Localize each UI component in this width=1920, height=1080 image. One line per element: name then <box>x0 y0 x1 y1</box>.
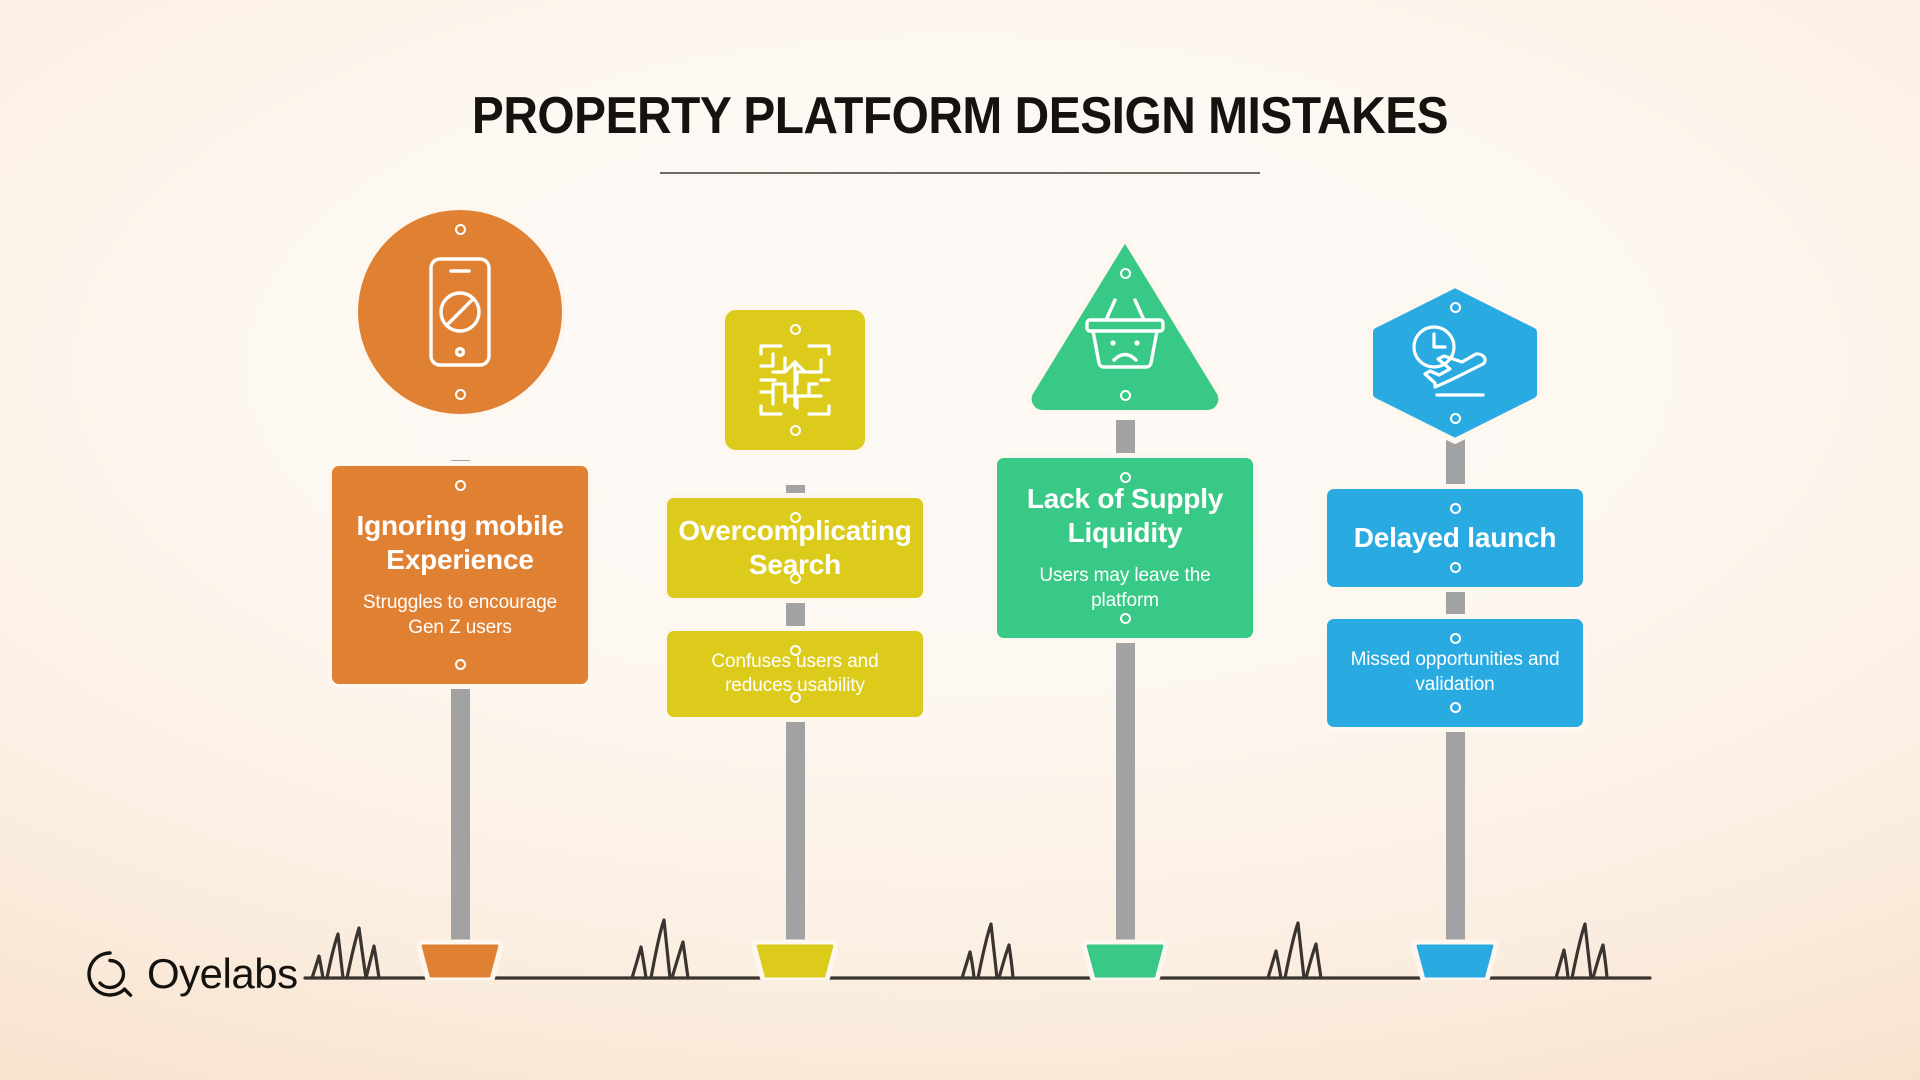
page-title-block: PROPERTY PLATFORM DESIGN MISTAKES <box>0 86 1920 174</box>
rivet-bottom <box>1449 413 1461 424</box>
post-base <box>750 936 840 980</box>
sign-subtext: Users may leave the platform <box>1039 565 1211 612</box>
rivet-bottom <box>789 573 801 585</box>
clock-airplane-departure-icon <box>1412 325 1487 397</box>
rivet-bottom <box>1119 390 1131 401</box>
sign-post-overcomplicating-search: Overcomplicating Search Confuses users a… <box>625 305 965 980</box>
rivet-top <box>789 324 801 335</box>
sign-plate-primary[interactable]: Lack of Supply Liquidity Users may leave… <box>992 453 1258 643</box>
badge-square-yellow[interactable] <box>720 305 870 455</box>
rivet-bottom <box>789 692 801 704</box>
sign-plate-secondary[interactable]: Confuses users and reduces usability <box>662 626 928 723</box>
rivet-bottom <box>1449 702 1461 713</box>
sign-plate-primary[interactable]: Ignoring mobile Experience Struggles to … <box>327 461 593 689</box>
sign-heading: Overcomplicating Search <box>678 515 912 581</box>
brand-logo[interactable]: Oyelabs <box>86 950 298 998</box>
rivet-top <box>1119 472 1131 483</box>
rivet-top <box>1449 633 1461 644</box>
sign-heading: Delayed launch <box>1353 521 1557 553</box>
rivet-bottom <box>1119 613 1131 624</box>
oyelabs-swirl-icon <box>87 951 133 997</box>
sign-post-delayed-launch: Delayed launch Missed opportunities and … <box>1285 280 1625 980</box>
mobile-phone-blocked-icon <box>429 257 491 367</box>
sign-post-lack-of-supply-liquidity: Lack of Supply Liquidity Users may leave… <box>955 230 1295 980</box>
rivet-top <box>789 645 801 657</box>
rivet-top <box>454 224 466 235</box>
triangle-shape <box>1025 235 1225 415</box>
title-divider <box>660 172 1260 174</box>
rivet-bottom <box>789 425 801 436</box>
post-base <box>415 936 505 980</box>
page-title: PROPERTY PLATFORM DESIGN MISTAKES <box>471 87 1449 145</box>
sign-subtext: Missed opportunities and validation <box>1350 649 1560 695</box>
sign-heading: Ignoring mobile Experience <box>356 510 564 576</box>
badge-hexagon-blue[interactable] <box>1363 280 1547 446</box>
badge-circle-orange[interactable] <box>353 205 567 419</box>
rivet-bottom <box>1449 562 1461 573</box>
rivet-top <box>1449 302 1461 313</box>
sign-subtext: Confuses users and reduces usability <box>711 650 879 697</box>
sign-plate-primary[interactable]: Delayed launch <box>1322 484 1588 592</box>
post-base <box>1080 936 1170 980</box>
sign-plate-secondary[interactable]: Missed opportunities and validation <box>1322 614 1588 732</box>
rivet-top <box>454 480 466 491</box>
maze-arrow-icon <box>759 344 831 416</box>
rivet-top <box>1449 503 1461 514</box>
rivet-bottom <box>454 659 466 670</box>
sad-shopping-basket-icon <box>1085 297 1165 369</box>
rivet-bottom <box>454 389 466 400</box>
sign-heading: Lack of Supply Liquidity <box>1026 483 1224 549</box>
sign-post-ignoring-mobile-experience: Ignoring mobile Experience Struggles to … <box>290 205 630 980</box>
rivet-top <box>1119 268 1131 279</box>
sign-plate-primary[interactable]: Overcomplicating Search <box>662 493 928 604</box>
brand-name: Oyelabs <box>147 950 298 997</box>
hexagon-shape <box>1367 282 1543 444</box>
sign-subtext: Struggles to encourage Gen Z users <box>362 592 558 639</box>
rivet-top <box>789 512 801 523</box>
post-base <box>1410 936 1500 980</box>
badge-triangle-green[interactable] <box>1019 230 1231 415</box>
